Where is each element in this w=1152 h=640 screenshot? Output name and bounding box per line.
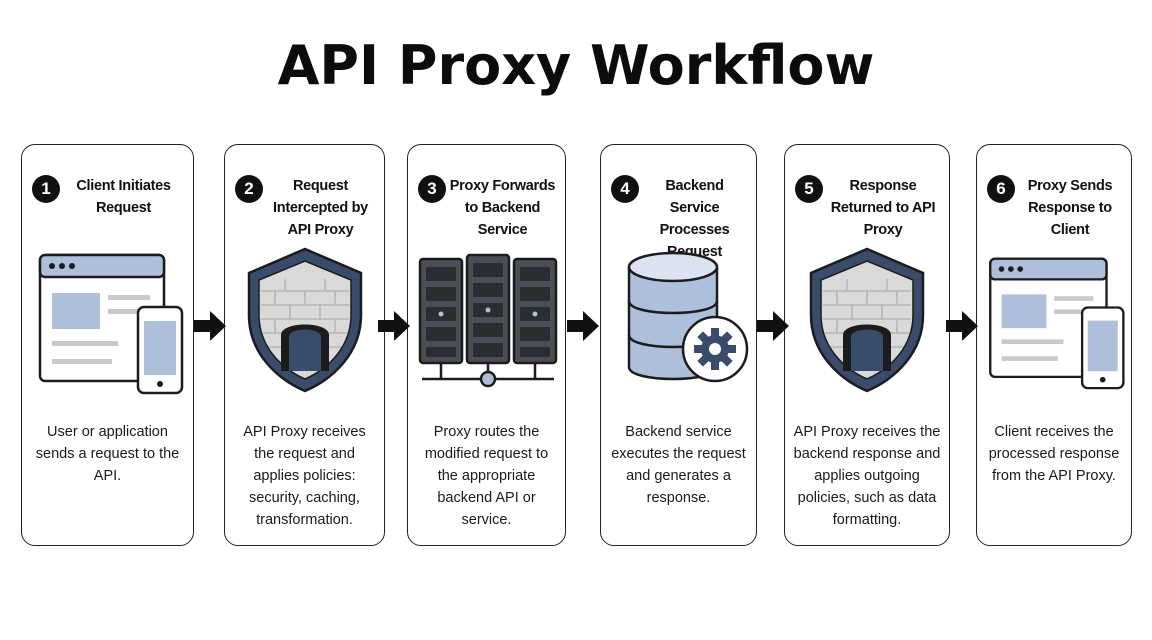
step-number-badge: 3: [418, 175, 446, 203]
server-rack-icon: [408, 235, 565, 395]
step-card-4: 4 Backend Service Processes Request Back…: [600, 144, 757, 546]
step-header: 1 Client Initiates Request: [32, 175, 185, 219]
step-description: API Proxy receives the request and appli…: [243, 424, 366, 528]
step-title: Client Initiates Request: [76, 178, 171, 216]
step-title: Response Returned to API Proxy: [830, 178, 936, 238]
step-description: Proxy routes the modified request to the…: [424, 424, 549, 528]
step-card-5: 5 Response Returned to API Proxy API Pro…: [784, 144, 950, 546]
proxy-shield-icon: [785, 235, 949, 395]
step-description: User or application sends a request to t…: [35, 424, 180, 484]
step-title: Proxy Sends Response to Client: [1027, 178, 1113, 238]
arrow-right-icon: [946, 311, 978, 341]
client-devices-icon: [977, 235, 1131, 395]
step-title: Proxy Forwards to Backend Service: [449, 178, 556, 238]
step-header: 5 Response Returned to API Proxy: [795, 175, 941, 241]
arrow-right-icon: [567, 311, 599, 341]
step-card-2: 2 Request Intercepted by API Proxy API P…: [224, 144, 385, 546]
step-number-badge: 5: [795, 175, 823, 203]
step-header: 2 Request Intercepted by API Proxy: [235, 175, 376, 241]
step-header: 4 Backend Service Processes Request: [611, 175, 748, 263]
page-title: API Proxy Workflow: [277, 34, 875, 97]
step-description: Backend service executes the request and…: [611, 424, 746, 506]
step-number-badge: 6: [987, 175, 1015, 203]
step-number-badge: 2: [235, 175, 263, 203]
step-header: 3 Proxy Forwards to Backend Service: [418, 175, 557, 241]
step-card-6: 6 Proxy Sends Response to Client Client …: [976, 144, 1132, 546]
arrow-right-icon: [757, 311, 789, 341]
step-number-badge: 4: [611, 175, 639, 203]
arrow-right-icon: [378, 311, 410, 341]
step-number-badge: 1: [32, 175, 60, 203]
step-title: Request Intercepted by API Proxy: [273, 178, 368, 238]
step-card-3: 3 Proxy Forwards to Backend Service: [407, 144, 566, 546]
database-gear-icon: [601, 235, 756, 395]
step-card-1: 1 Client Initiates Request User or appli…: [21, 144, 194, 546]
client-devices-icon: [22, 235, 193, 395]
step-header: 6 Proxy Sends Response to Client: [987, 175, 1123, 241]
step-description: Client receives the processed response f…: [988, 424, 1120, 484]
arrow-right-icon: [194, 311, 226, 341]
proxy-shield-icon: [225, 235, 384, 395]
step-description: API Proxy receives the backend response …: [793, 424, 941, 528]
